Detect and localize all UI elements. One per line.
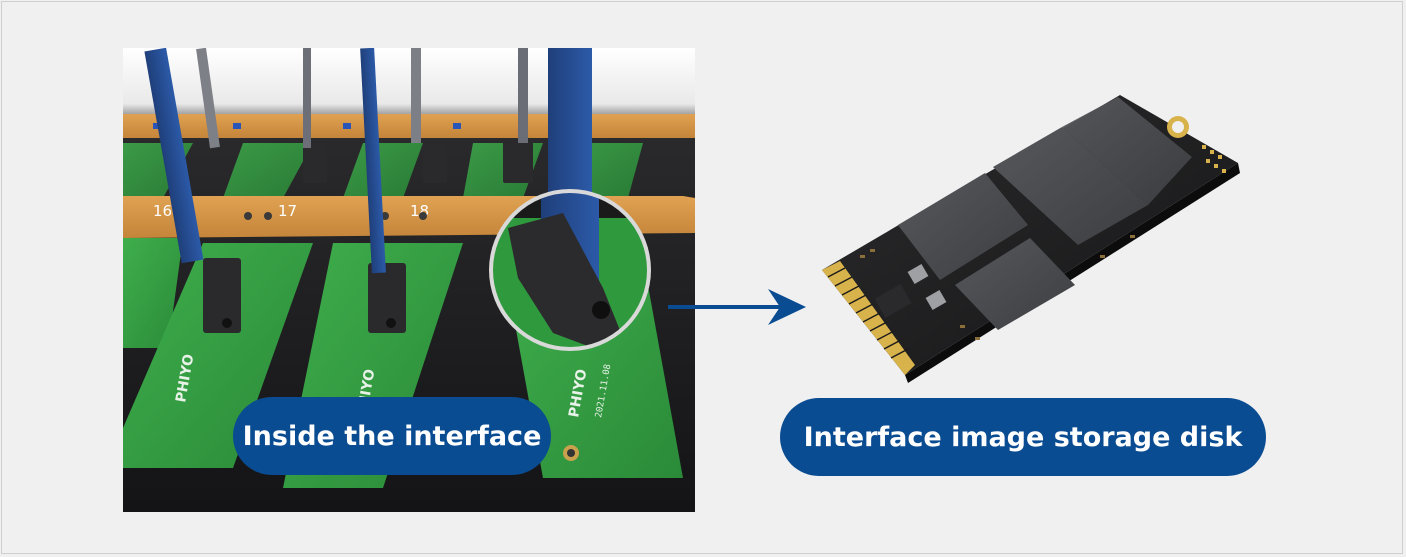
slot-number-17: 17: [278, 202, 297, 220]
slot-number-16: 16: [153, 202, 172, 220]
arrow-right-icon: [668, 289, 806, 325]
inside-interface-label: Inside the interface: [233, 397, 551, 475]
ssd-photo: [800, 85, 1250, 385]
storage-disk-label: Interface image storage disk: [780, 398, 1266, 476]
